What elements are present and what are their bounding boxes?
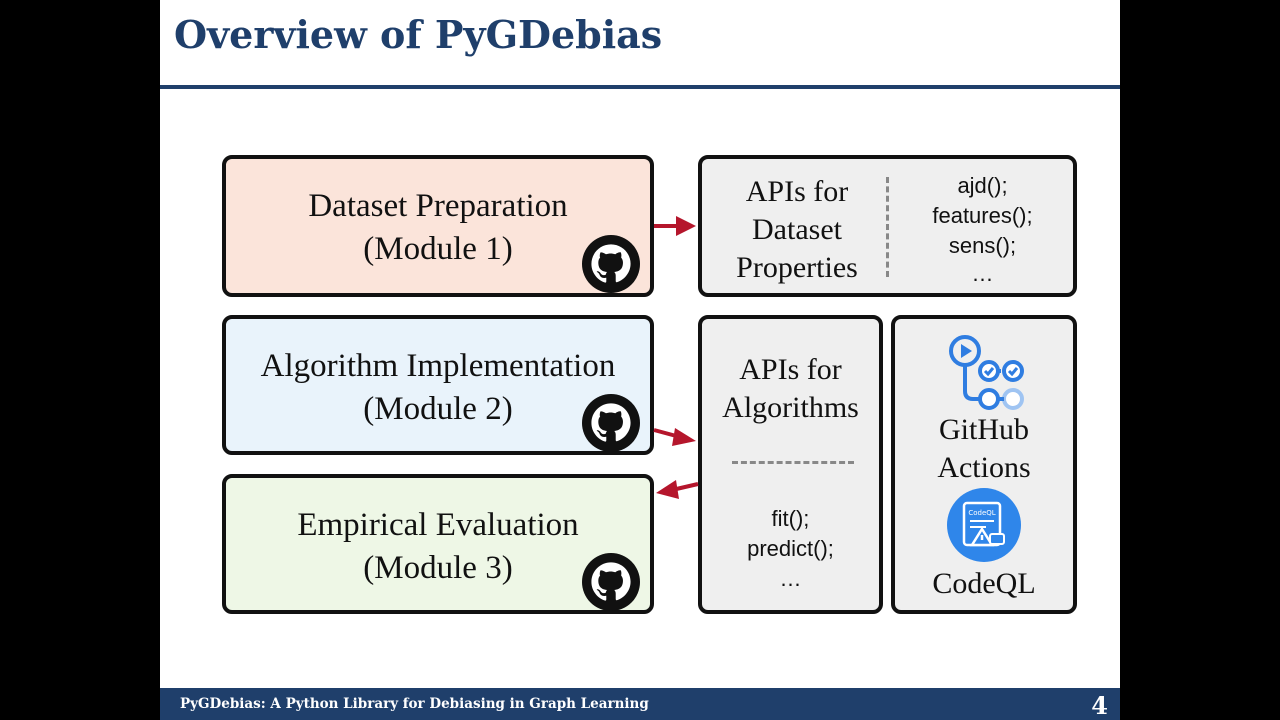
dataset-api-divider	[886, 177, 889, 277]
algorithm-api-box: APIs for Algorithms fit(); predict(); …	[698, 315, 883, 614]
module-2-subtitle: (Module 2)	[363, 391, 513, 427]
tools-box: GitHub Actions CodeQL CodeQL	[891, 315, 1077, 614]
api-call-ellipsis: …	[971, 261, 994, 286]
github-actions-label-1: GitHub	[939, 413, 1029, 446]
github-actions-icon	[949, 335, 1024, 410]
module-1-subtitle: (Module 1)	[363, 231, 513, 267]
module-2-box: Algorithm Implementation (Module 2)	[222, 315, 654, 455]
module-3-box: Empirical Evaluation (Module 3)	[222, 474, 654, 614]
codeql-label: CodeQL	[932, 567, 1036, 600]
codeql-icon: CodeQL	[947, 488, 1021, 562]
github-actions-label-2: Actions	[937, 451, 1031, 484]
module-3-title: Empirical Evaluation	[297, 507, 579, 543]
slide-title: Overview of PyGDebias	[174, 12, 663, 57]
api-call-predict: predict();	[747, 536, 834, 561]
arrow-module1-to-dataset-api	[654, 216, 696, 236]
codeql-badge-text: CodeQL	[968, 509, 995, 517]
dataset-api-label-3: Properties	[736, 251, 858, 284]
footer-bar: PyGDebias: A Python Library for Debiasin…	[160, 688, 1120, 720]
algorithm-api-label-2: Algorithms	[722, 391, 859, 424]
module-3-subtitle: (Module 3)	[363, 550, 513, 586]
api-call-ajd: ajd();	[957, 173, 1008, 198]
module-1-box: Dataset Preparation (Module 1)	[222, 155, 654, 297]
api-call-ellipsis: …	[779, 566, 802, 591]
api-call-fit: fit();	[771, 506, 810, 531]
dataset-api-label-2: Dataset	[752, 213, 842, 246]
module-1-title: Dataset Preparation	[308, 188, 568, 224]
api-call-sens: sens();	[948, 233, 1017, 258]
api-call-features: features();	[932, 203, 1033, 228]
page-number: 4	[1091, 691, 1108, 720]
github-icon	[582, 553, 640, 611]
slide: Overview of PyGDebias Dataset Preparatio…	[160, 0, 1120, 720]
algorithm-api-divider	[732, 461, 854, 464]
title-divider	[160, 85, 1120, 89]
dataset-api-label-1: APIs for	[745, 175, 849, 208]
algorithm-api-label-1: APIs for	[739, 353, 842, 386]
arrow-algorithm-api-to-module3	[656, 480, 699, 499]
github-icon	[582, 235, 640, 293]
footer-title: PyGDebias: A Python Library for Debiasin…	[180, 696, 649, 712]
dataset-api-box: APIs for Dataset Properties ajd(); featu…	[698, 155, 1077, 297]
arrow-module2-to-algorithm-api	[653, 428, 696, 446]
github-icon	[582, 394, 640, 452]
arrows-layer	[653, 216, 699, 499]
module-2-title: Algorithm Implementation	[260, 348, 616, 384]
